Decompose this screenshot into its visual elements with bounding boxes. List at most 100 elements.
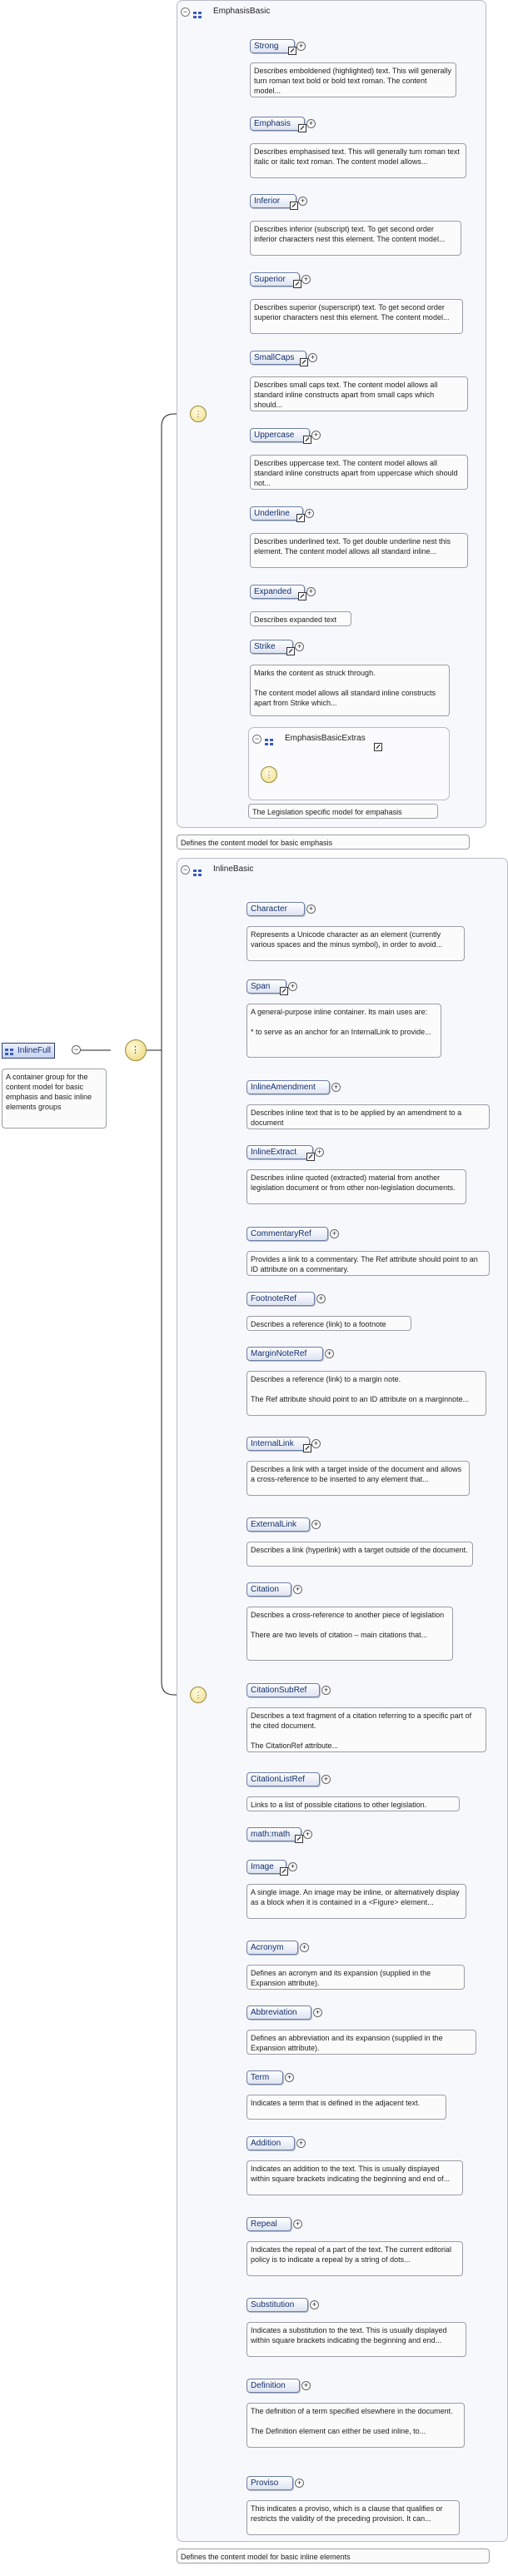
root-expand-toggle[interactable]: − <box>72 1045 81 1054</box>
external-link-icon[interactable] <box>288 47 296 55</box>
element-proviso[interactable]: Proviso <box>247 2476 293 2490</box>
element-substitution[interactable]: Substitution <box>247 2298 308 2312</box>
element-documentation: Defines an acronym and its expansion (su… <box>247 1965 465 1990</box>
element-label: InlineAmendment <box>251 1083 316 1092</box>
element-expand-toggle[interactable]: + <box>316 1294 326 1303</box>
element-expand-toggle[interactable]: + <box>321 1775 331 1784</box>
choice-compositor-icon[interactable]: ⋮ <box>190 406 207 422</box>
sequence-compositor-icon[interactable]: ⋮ <box>125 1039 147 1061</box>
element-expand-toggle[interactable]: + <box>296 42 306 51</box>
element-expand-toggle[interactable]: + <box>311 431 321 440</box>
element-citationlistref[interactable]: CitationListRef <box>247 1772 320 1786</box>
element-acronym[interactable]: Acronym <box>247 1941 298 1955</box>
element-expand-toggle[interactable]: + <box>306 119 316 128</box>
element-expand-toggle[interactable]: + <box>303 1830 312 1839</box>
element-label: Repeal <box>251 2220 277 2229</box>
element-math-math[interactable]: math:math <box>247 1827 301 1841</box>
element-expand-toggle[interactable]: + <box>311 1439 321 1448</box>
element-documentation: Describes emboldened (highlighted) text.… <box>250 62 456 97</box>
root-element-inlinefull[interactable]: InlineFull <box>2 1043 56 1059</box>
external-link-icon[interactable] <box>303 436 311 444</box>
external-link-icon[interactable] <box>286 647 295 655</box>
external-link-icon[interactable] <box>298 592 306 600</box>
element-strike[interactable]: Strike <box>250 640 293 654</box>
element-repeal[interactable]: Repeal <box>247 2217 291 2231</box>
external-link-icon[interactable] <box>293 280 301 288</box>
inlinebasic-collapse-toggle[interactable]: − <box>181 865 190 874</box>
element-expand-toggle[interactable]: + <box>288 1862 297 1871</box>
element-expand-toggle[interactable]: + <box>301 275 311 284</box>
element-expand-toggle[interactable]: + <box>296 2139 306 2148</box>
element-citationsubref[interactable]: CitationSubRef <box>247 1683 320 1697</box>
element-underline[interactable]: Underline <box>250 506 303 521</box>
inlinebasic-documentation: Defines the content model for basic inli… <box>177 2549 490 2564</box>
element-documentation: Describes a cross-reference to another p… <box>247 1607 453 1661</box>
element-inlineamendment[interactable]: InlineAmendment <box>247 1080 330 1094</box>
element-smallcaps[interactable]: SmallCaps <box>250 351 306 365</box>
external-link-icon[interactable] <box>280 1867 288 1876</box>
element-expand-toggle[interactable]: + <box>325 1349 334 1358</box>
element-documentation: Describes a reference (link) to a margin… <box>247 1371 486 1416</box>
element-expand-toggle[interactable]: + <box>308 353 317 362</box>
element-internallink[interactable]: InternalLink <box>247 1437 310 1451</box>
choice-compositor-icon[interactable]: ⋮ <box>261 766 277 783</box>
element-expand-toggle[interactable]: + <box>295 642 304 651</box>
element-definition[interactable]: Definition <box>247 2379 300 2393</box>
element-expand-toggle[interactable]: + <box>288 982 297 991</box>
choice-compositor-icon[interactable]: ⋮ <box>190 1687 207 1703</box>
external-link-icon[interactable] <box>303 1444 311 1452</box>
emphasisbasic-collapse-toggle[interactable]: − <box>181 7 190 17</box>
element-externallink[interactable]: ExternalLink <box>247 1517 310 1532</box>
element-expand-toggle[interactable]: + <box>310 2300 319 2309</box>
element-marginnoteref[interactable]: MarginNoteRef <box>247 1347 323 1361</box>
element-expand-toggle[interactable]: + <box>301 2381 311 2390</box>
emphasisbasicextras-collapse-toggle[interactable]: − <box>252 735 261 744</box>
element-image[interactable]: Image <box>247 1860 286 1874</box>
element-abbreviation[interactable]: Abbreviation <box>247 2005 311 2020</box>
element-expand-toggle[interactable]: + <box>330 1229 339 1238</box>
element-expand-toggle[interactable]: + <box>298 197 307 206</box>
element-citation[interactable]: Citation <box>247 1582 291 1597</box>
element-character[interactable]: Character <box>247 902 305 916</box>
external-link-icon[interactable] <box>290 202 298 210</box>
element-documentation: The definition of a term specified elsew… <box>247 2403 465 2448</box>
external-link-icon[interactable] <box>300 358 308 366</box>
element-documentation: Indicates an addition to the text. This … <box>247 2160 463 2195</box>
element-emphasis[interactable]: Emphasis <box>250 117 305 131</box>
element-expand-toggle[interactable]: + <box>321 1686 331 1695</box>
element-strong[interactable]: Strong <box>250 39 295 53</box>
external-link-icon[interactable] <box>280 987 288 995</box>
element-documentation: Indicates a term that is defined in the … <box>247 2095 446 2120</box>
group-emphasisbasicextras <box>248 727 450 800</box>
element-expand-toggle[interactable]: + <box>306 587 316 596</box>
element-commentaryref[interactable]: CommentaryRef <box>247 1227 328 1241</box>
external-link-icon[interactable] <box>374 743 382 751</box>
element-expand-toggle[interactable]: + <box>315 1148 324 1157</box>
element-expand-toggle[interactable]: + <box>331 1083 341 1092</box>
element-footnoteref[interactable]: FootnoteRef <box>247 1292 315 1306</box>
external-link-icon[interactable] <box>296 514 305 522</box>
element-label: ExternalLink <box>251 1520 297 1529</box>
element-uppercase[interactable]: Uppercase <box>250 428 310 442</box>
element-documentation: Describes a text fragment of a citation … <box>247 1707 486 1752</box>
element-documentation: Describes small caps text. The content m… <box>250 376 468 411</box>
element-addition[interactable]: Addition <box>247 2136 295 2150</box>
element-expand-toggle[interactable]: + <box>293 2220 302 2229</box>
element-expand-toggle[interactable]: + <box>295 2479 304 2488</box>
element-expand-toggle[interactable]: + <box>293 1585 302 1594</box>
element-label: Citation <box>251 1585 279 1594</box>
element-superior[interactable]: Superior <box>250 272 300 286</box>
element-expand-toggle[interactable]: + <box>285 2073 294 2082</box>
element-expand-toggle[interactable]: + <box>313 2008 322 2017</box>
element-expand-toggle[interactable]: + <box>300 1943 309 1952</box>
element-expand-toggle[interactable]: + <box>311 1520 321 1529</box>
element-term[interactable]: Term <box>247 2070 283 2085</box>
element-expand-toggle[interactable]: + <box>306 904 316 914</box>
element-label: Term <box>251 2073 270 2082</box>
element-expand-toggle[interactable]: + <box>305 509 314 518</box>
element-expanded[interactable]: Expanded <box>250 585 305 599</box>
external-link-icon[interactable] <box>306 1153 315 1161</box>
element-inlineextract[interactable]: InlineExtract <box>247 1145 313 1159</box>
external-link-icon[interactable] <box>295 1835 303 1843</box>
external-link-icon[interactable] <box>298 124 306 132</box>
